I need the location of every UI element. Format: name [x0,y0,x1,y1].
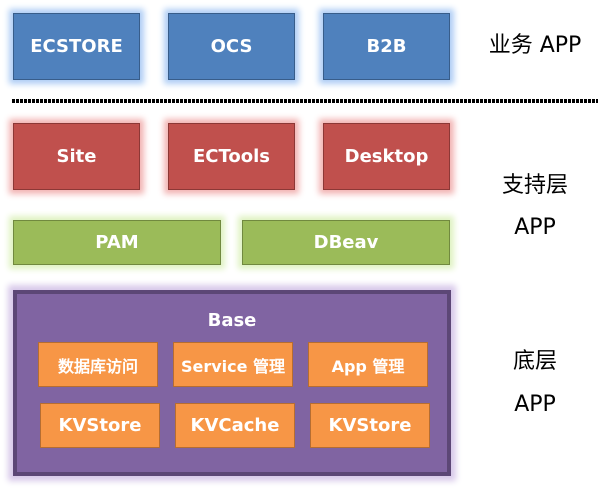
base-layer-label-line1: 底层 [512,349,557,374]
app-box-pam: PAM [13,220,221,265]
module-kvstore-1: KVStore [40,403,160,448]
app-box-b2b: B2B [323,13,450,80]
support-layer-label-line2: APP [514,215,556,240]
module-kvstore-2: KVStore [310,403,430,448]
support-layer-label-line1: 支持层 [501,173,568,198]
app-box-site: Site [13,123,140,190]
app-box-ocs: OCS [168,13,295,80]
app-box-dbeav: DBeav [242,220,450,265]
module-service-management: Service 管理 [173,342,293,387]
app-box-ectools: ECTools [168,123,295,190]
module-database-access: 数据库访问 [38,342,158,387]
app-box-ecstore: ECSTORE [13,13,140,80]
base-title: Base [207,310,257,331]
module-app-management: App 管理 [308,342,428,387]
base-layer-label-line2: APP [514,392,556,417]
business-layer-label: 业务 APP [488,33,582,58]
app-box-desktop: Desktop [323,123,450,190]
module-kvcache: KVCache [175,403,295,448]
layer-separator [12,99,598,103]
